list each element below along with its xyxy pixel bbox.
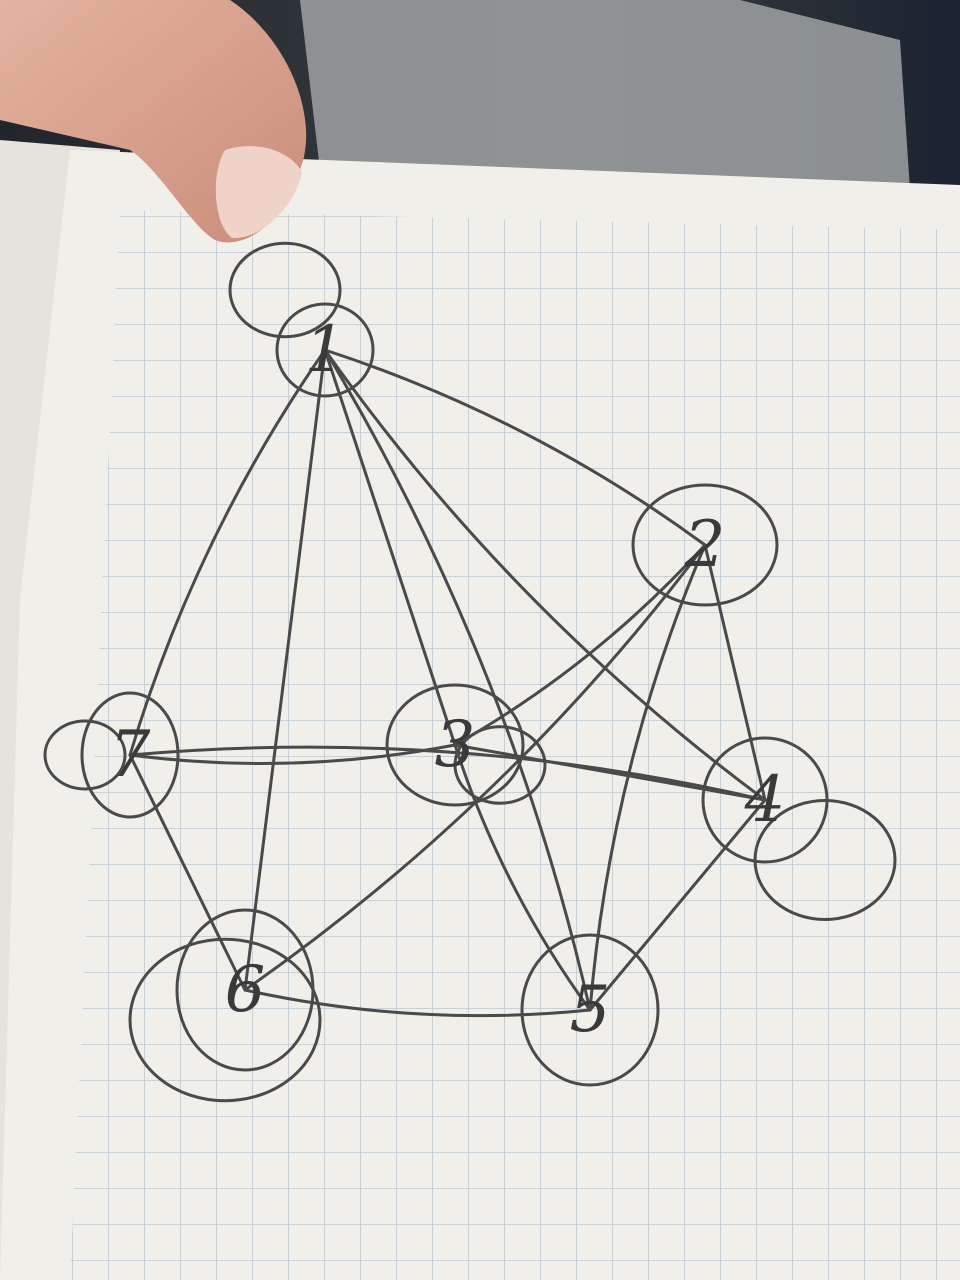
node-label-2: 2 <box>684 508 726 582</box>
node-circle-4 <box>701 736 829 864</box>
edge-5-6 <box>243 988 592 1018</box>
background-object <box>300 0 910 190</box>
node-label-1: 1 <box>305 313 346 387</box>
self-loop-1 <box>228 241 342 339</box>
edge-3-4 <box>453 743 767 802</box>
edge-3-5 <box>453 743 592 1012</box>
self-loop-6 <box>128 937 322 1103</box>
node-1: 1 <box>275 302 375 398</box>
node-label-7: 7 <box>110 718 151 792</box>
edge-1-3 <box>323 348 457 747</box>
edge-1-4 <box>323 348 767 802</box>
self-loop-7 <box>43 719 127 791</box>
edge-3-7 <box>128 743 457 765</box>
edges-layer <box>128 348 767 1018</box>
node-label-3: 3 <box>435 708 476 782</box>
self-loop-3 <box>453 725 547 805</box>
edge-1-7 <box>128 348 327 757</box>
edge-6-7 <box>128 753 247 992</box>
node-label-4: 4 <box>744 763 786 837</box>
node-label-6: 6 <box>225 953 266 1027</box>
paper-sheet <box>0 150 960 1280</box>
edge-2-6 <box>243 543 707 992</box>
node-7: 7 <box>80 691 180 819</box>
node-circle-7 <box>80 691 180 819</box>
node-2: 2 <box>631 483 779 607</box>
node-circle-2 <box>631 483 779 607</box>
edge-1-6 <box>243 348 327 992</box>
node-3: 3 <box>385 683 525 807</box>
node-4: 4 <box>701 736 829 864</box>
finger <box>0 0 307 243</box>
node-circle-5 <box>520 933 660 1087</box>
edge-2-4 <box>703 543 767 802</box>
node-circle-1 <box>275 302 375 398</box>
node-circle-3 <box>385 683 525 807</box>
edge-2-3 <box>453 543 707 747</box>
edge-4-5 <box>588 798 767 1012</box>
node-circle-6 <box>175 908 315 1072</box>
node-6: 6 <box>175 908 315 1072</box>
node-5: 5 <box>520 933 660 1087</box>
node-label-5: 5 <box>570 973 611 1047</box>
edge-1-5 <box>323 348 592 1012</box>
edge-4-7 <box>128 745 767 802</box>
nodes-layer: 1 2 3 4 5 6 7 <box>80 302 829 1087</box>
edge-1-2 <box>323 348 707 547</box>
